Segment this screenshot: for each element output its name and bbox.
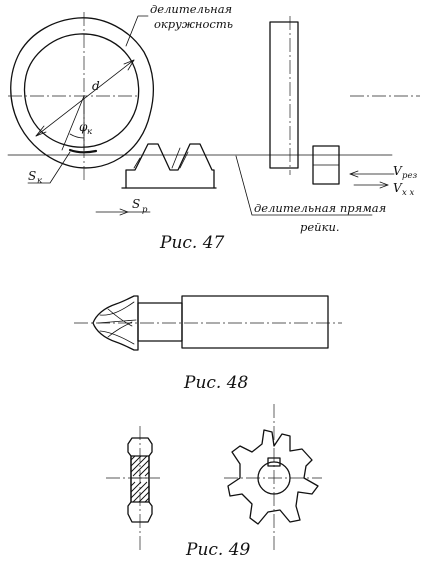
pitch-circle-label-line1: делительная (150, 2, 232, 16)
s-rack-subscript: р (142, 205, 148, 215)
disc-section-hatching (130, 455, 150, 503)
pitch-circle-label-line2: окружность (154, 17, 233, 31)
disc-section-outline (127, 437, 153, 523)
diameter-symbol: d (92, 79, 100, 93)
figure-47: делительная окружность d φ к S к S р дел… (7, 2, 420, 253)
cutter-neck (137, 302, 183, 342)
cutter-flutes (97, 301, 137, 345)
disc-teeth-outline (227, 429, 319, 525)
s-circle-leader (27, 151, 71, 184)
figure-48-caption: Рис. 48 (183, 373, 249, 393)
s-rack-symbol: S (132, 197, 140, 211)
v-idle-arrowhead (379, 181, 389, 189)
v-cut-symbol: V (393, 164, 403, 178)
s-circle-symbol: S (28, 169, 36, 183)
s-circle-subscript: к (37, 176, 43, 186)
figure-48: Рис. 48 (74, 295, 342, 393)
v-idle-symbol: V (393, 181, 403, 195)
angle-symbol-subscript: к (87, 127, 93, 137)
disc-section-body (130, 455, 150, 503)
angle-symbol: φ (79, 120, 88, 134)
disc-hub (257, 461, 291, 495)
cutter-body (269, 21, 299, 169)
angle-arc (69, 133, 85, 139)
pitch-line-leader (235, 155, 373, 216)
gear-outer-circle (10, 17, 154, 169)
s-rack-arrow (119, 208, 129, 216)
diameter-line (35, 59, 135, 137)
disc-keyway (267, 457, 281, 467)
cutter-shank (181, 295, 329, 349)
rack-tooth-shading (133, 147, 189, 169)
v-idle-subscript: x x (402, 188, 414, 198)
radial-line-a (61, 95, 85, 151)
figure-49-caption: Рис. 49 (185, 540, 251, 560)
figure-47-caption: Рис. 47 (159, 233, 225, 253)
pitch-line-label-line2: рейки. (300, 220, 340, 234)
v-cut-subscript: рез (402, 171, 417, 181)
tooth-thickness-arc (68, 148, 98, 154)
pitch-line-label-line1: делительная прямая (254, 201, 386, 215)
diameter-arrow-lower (35, 125, 47, 137)
pitch-circle-leader (125, 15, 149, 47)
figure-49: Рис. 49 (106, 404, 322, 560)
v-cut-arrowhead (349, 170, 359, 178)
rack-profile (125, 143, 215, 189)
diameter-arrow-upper (123, 59, 135, 71)
